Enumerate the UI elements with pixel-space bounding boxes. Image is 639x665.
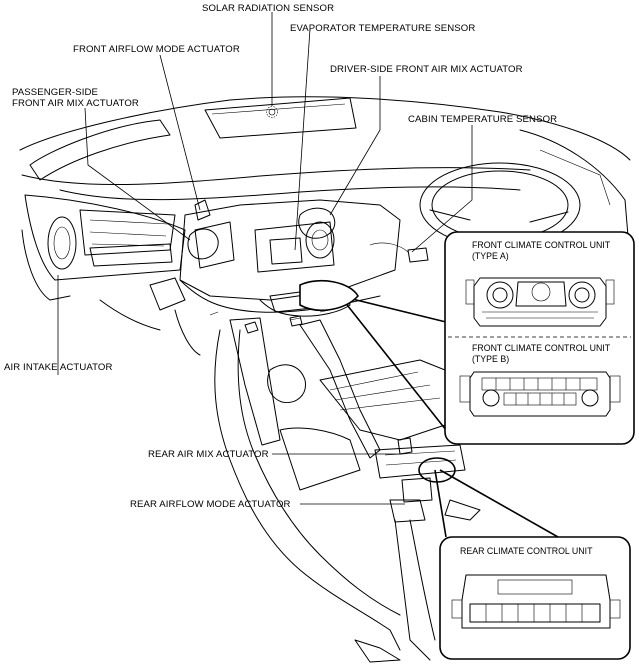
label-rear-airflow-mode-actuator: REAR AIRFLOW MODE ACTUATOR (130, 499, 291, 510)
label-evaporator-temperature-sensor: EVAPORATOR TEMPERATURE SENSOR (290, 23, 476, 34)
front-unit-type-a-title: FRONT CLIMATE CONTROL UNIT (472, 240, 611, 250)
front-unit-type-a-subtitle: (TYPE A) (472, 251, 509, 261)
label-passenger-side-line1: PASSENGER-SIDE (12, 87, 98, 98)
label-passenger-side-line2: FRONT AIR MIX ACTUATOR (12, 98, 139, 109)
front-unit-type-b-subtitle: (TYPE B) (472, 354, 510, 364)
label-air-intake-actuator: AIR INTAKE ACTUATOR (4, 362, 113, 373)
front-unit-type-b-title: FRONT CLIMATE CONTROL UNIT (472, 343, 611, 353)
label-solar-radiation-sensor: SOLAR RADIATION SENSOR (202, 3, 335, 14)
label-front-airflow-mode-actuator: FRONT AIRFLOW MODE ACTUATOR (73, 44, 240, 55)
label-cabin-temperature-sensor: CABIN TEMPERATURE SENSOR (408, 114, 558, 125)
rear-unit-title: REAR CLIMATE CONTROL UNIT (460, 546, 593, 556)
label-rear-air-mix-actuator: REAR AIR MIX ACTUATOR (148, 449, 269, 460)
label-driver-side-front-air-mix-actuator: DRIVER-SIDE FRONT AIR MIX ACTUATOR (330, 64, 523, 75)
